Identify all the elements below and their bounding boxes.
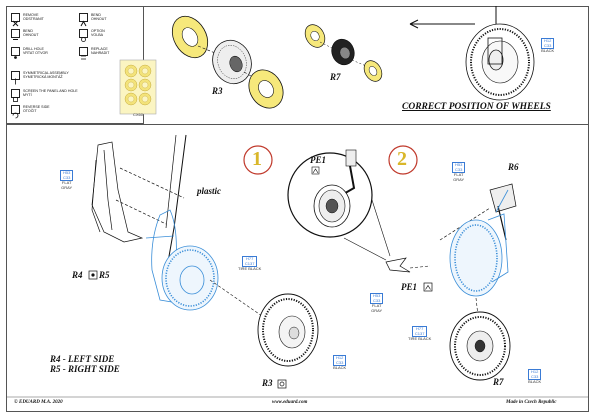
legend-text: OPTION VOLBA: [91, 29, 105, 38]
instruction-sheet-border: [6, 6, 589, 412]
legend-text: SCREEN THE PANEL AND HOLE MYTÍ: [23, 89, 78, 98]
bend-icon: [79, 13, 88, 27]
paint-tag-flat-gray-pe1: H53 C33 FLAT GRAY: [370, 293, 384, 313]
legend-text: DRILL HOLE VRTAT OTVOR: [23, 47, 48, 56]
replace-icon: [79, 47, 88, 60]
footer-website: www.eduard.com: [272, 400, 308, 405]
label-correct-position: CORRECT POSITION OF WHEELS: [402, 102, 551, 112]
legend-item: BEND OHNOUT: [11, 29, 63, 40]
r7-wheel-bottom: [449, 297, 511, 381]
drill-marker-icon: [88, 270, 98, 280]
step-2-circle: [388, 145, 418, 175]
footer-made-in: Made in Czech Republic: [506, 400, 557, 405]
bend-marker-small-icon: [311, 166, 320, 175]
label-r6: R6: [508, 162, 519, 172]
bend-marker-icon: [423, 282, 433, 292]
pe1-bracket-part: [385, 257, 431, 273]
paint-tag-tire-black-right: H77 C137 TIRE BLACK: [408, 326, 431, 342]
label-left-side: R4 - LEFT SIDE: [50, 354, 115, 364]
screen-icon: [11, 89, 20, 102]
paint-tag-black-top: H12 C33 BLACK: [541, 38, 555, 54]
footer-copyright: © EDUARD M.A. 2020: [14, 400, 63, 405]
legend-item: SCREEN THE PANEL AND HOLE MYTÍ: [11, 89, 79, 102]
paint-tag-black-r7: H12 C33 BLACK: [528, 369, 542, 385]
legend-item: REMOVE ODSTRANIT: [11, 13, 63, 27]
legend-text: REMOVE ODSTRANIT: [23, 13, 44, 22]
legend-item: SYMMETRICAL ASSEMBLY SYMETRICKÁ MONTÁŽ: [11, 71, 79, 85]
paint-tag-black-r3: H12 C33 BLACK: [333, 355, 347, 371]
label-r3-top: R3: [212, 86, 223, 96]
paint-name: TIRE BLACK: [408, 336, 432, 342]
right-gear-assembly: [439, 183, 517, 241]
label-pe1-main: PE1: [401, 282, 418, 292]
pe1-detail-inset: [287, 149, 391, 261]
left-gear-blue-highlight: [145, 209, 219, 311]
paint-mask-sheet: [119, 59, 157, 115]
step-1-circle: [243, 145, 273, 175]
mask-code: CX60: [132, 112, 143, 117]
paint-name: BLACK: [528, 379, 542, 385]
paint-tag-flat-gray-left: H53 C33 FLAT GRAY: [60, 170, 74, 190]
label-r3-bottom: R3: [262, 378, 273, 388]
label-r5: R5: [99, 270, 110, 280]
remove-icon: [11, 13, 20, 27]
paint-name: FLAT GRAY: [61, 180, 73, 190]
r3-exploded-diagram: [171, 15, 284, 109]
legend-text: BEND OHNOUT: [23, 29, 39, 38]
label-pe1-detail: PE1: [310, 155, 327, 165]
legend-item: DRILL HOLE VRTAT OTVOR: [11, 47, 63, 59]
left-gear-assembly: [91, 134, 187, 263]
label-r7-bottom: R7: [493, 377, 504, 387]
symmetric-icon: [11, 71, 20, 85]
bend-chnoust-icon: [11, 29, 20, 40]
r7-exploded-diagram: [304, 24, 383, 82]
paint-name: BLACK: [541, 48, 555, 54]
paint-tag-flat-gray-right: H53 C33 FLAT GRAY: [452, 162, 466, 182]
step-2-number: 2: [397, 148, 407, 170]
option-marker-icon: [277, 379, 287, 389]
reverse-icon: [11, 105, 20, 119]
drill-icon: [11, 47, 20, 59]
legend-item: REPLACE NAHRADIT: [79, 47, 131, 60]
option-icon: [79, 29, 88, 42]
paint-name: BLACK: [333, 365, 347, 371]
paint-name: FLAT GRAY: [453, 172, 465, 182]
legend-text: REPLACE NAHRADIT: [91, 47, 110, 56]
right-wheel-blue-highlight: [449, 189, 509, 297]
label-plastic: plastic: [197, 186, 221, 196]
legend-text: REVERSE SIDE OTOČIT: [23, 105, 50, 114]
correct-position-wheel: [409, 6, 535, 101]
legend-item: BEND OHNOUT: [79, 13, 131, 27]
label-right-side: R5 - RIGHT SIDE: [50, 364, 120, 374]
paint-name: FLAT GRAY: [371, 303, 383, 313]
legend-text: BEND OHNOUT: [91, 13, 107, 22]
label-r7-top: R7: [330, 72, 341, 82]
r3-wheel-bottom: [209, 279, 319, 367]
legend-item: REVERSE SIDE OTOČIT: [11, 105, 63, 119]
paint-tag-tire-black-left: H77 C137 TIRE BLACK: [238, 256, 261, 272]
label-r4: R4: [72, 270, 83, 280]
paint-name: TIRE BLACK: [238, 266, 262, 272]
legend-text: SYMMETRICAL ASSEMBLY SYMETRICKÁ MONTÁŽ: [23, 71, 69, 80]
legend-item: OPTION VOLBA: [79, 29, 131, 42]
symbol-legend: REMOVE ODSTRANIT BEND OHNOUT BEND OHNOUT…: [6, 6, 144, 124]
header-divider: [6, 124, 589, 125]
step-1-number: 1: [252, 148, 262, 170]
